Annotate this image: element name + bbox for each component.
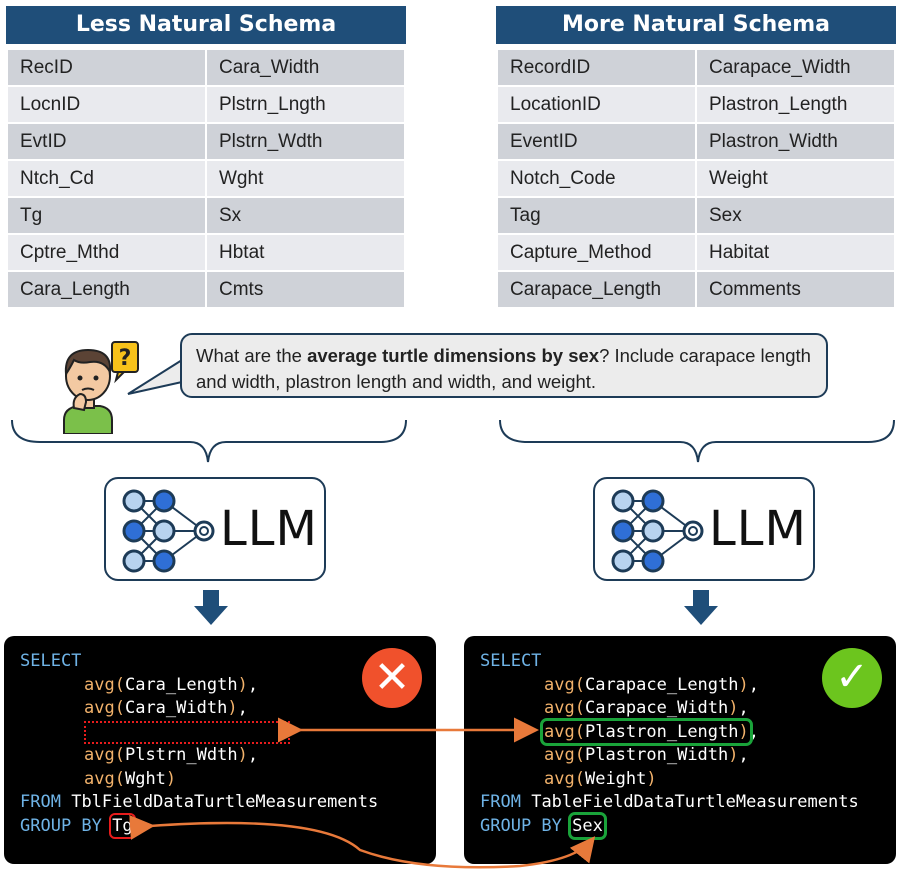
sql-function: avg [84, 745, 115, 765]
schema-title: More Natural Schema [496, 6, 896, 44]
question-emphasis: average turtle dimensions by sex [307, 345, 600, 366]
table-cell: Sx [205, 196, 406, 235]
table-cell: Habitat [695, 233, 896, 272]
sql-column: Cara_Length [124, 674, 238, 695]
table-cell: EventID [496, 122, 697, 161]
llm-box-left: LLM [104, 477, 326, 581]
sql-table: TblFieldDataTurtleMeasurements [71, 792, 379, 812]
table-cell: Tg [6, 196, 207, 235]
sql-function: avg [544, 698, 575, 718]
table-cell: Plstrn_Wdth [205, 122, 406, 161]
table-cell: Notch_Code [496, 159, 697, 198]
down-arrow-icon [194, 590, 228, 625]
sql-function: avg [84, 698, 115, 718]
question-text: What are the [196, 345, 308, 366]
sql-keyword: FROM [20, 792, 61, 812]
table-cell: Carapace_Length [496, 270, 697, 309]
table-cell: Carapace_Width [695, 48, 896, 87]
correct-check-icon: ✓ [822, 648, 882, 708]
llm-label: LLM [220, 501, 318, 557]
sql-keyword: GROUP BY [480, 815, 562, 836]
table-cell: LocationID [496, 85, 697, 124]
schema-title: Less Natural Schema [6, 6, 406, 44]
question-bubble: What are the average turtle dimensions b… [180, 333, 828, 398]
highlighted-column-correct: avg(Plastron_Length) [540, 717, 753, 746]
table-cell: RecID [6, 48, 207, 87]
table-cell: Cmts [205, 270, 406, 309]
neural-network-icon [611, 489, 704, 573]
sql-column: Cara_Width [124, 698, 228, 718]
table-cell: Ntch_Cd [6, 159, 207, 198]
confused-person-icon: ? [63, 341, 139, 434]
sql-function: avg [544, 721, 575, 742]
table-cell: Comments [695, 270, 896, 309]
question-text: ? Include carapace length and width, pla… [196, 345, 811, 392]
table-cell: Cara_Length [6, 270, 207, 309]
sql-keyword: FROM [480, 792, 521, 812]
sql-function: avg [544, 768, 575, 789]
llm-label: LLM [709, 501, 807, 557]
sql-column: Carapace_Width [584, 698, 729, 718]
table-cell: Wght [205, 159, 406, 198]
table-cell: Plastron_Length [695, 85, 896, 124]
wrong-x-icon: ✕ [362, 648, 422, 708]
sql-keyword: SELECT [20, 651, 82, 671]
sql-column: Plastron_Length [584, 721, 739, 742]
sql-function: avg [84, 674, 115, 695]
bubble-tail [127, 359, 183, 395]
sql-column: Plastron_Width [584, 745, 729, 765]
table-cell: RecordID [496, 48, 697, 87]
sql-column: Wght [124, 768, 166, 789]
group-by-column-wrong: Tg [109, 812, 136, 839]
sql-table: TableFieldDataTurtleMeasurements [531, 792, 859, 812]
svg-text:?: ? [119, 346, 132, 371]
table-cell: Capture_Method [496, 233, 697, 272]
sql-column: Carapace_Length [584, 674, 739, 695]
table-cell: Plastron_Width [695, 122, 896, 161]
table-cell: LocnID [6, 85, 207, 124]
table-cell: Plstrn_Lngth [205, 85, 406, 124]
table-cell: Tag [496, 196, 697, 235]
table-cell: Hbtat [205, 233, 406, 272]
llm-box-right: LLM [593, 477, 815, 581]
sql-column: Weight [584, 768, 647, 789]
neural-network-icon [122, 489, 215, 573]
table-cell: Sex [695, 196, 896, 235]
table-cell: Cptre_Mthd [6, 233, 207, 272]
group-by-column-correct: Sex [568, 811, 607, 840]
down-arrow-icon [684, 590, 718, 625]
sql-function: avg [84, 768, 115, 789]
table-cell: Cara_Width [205, 48, 406, 87]
sql-keyword: GROUP BY [20, 815, 102, 836]
missing-column-placeholder [84, 720, 290, 744]
sql-keyword: SELECT [480, 651, 542, 671]
table-cell: EvtID [6, 122, 207, 161]
sql-function: avg [544, 674, 575, 695]
table-cell: Weight [695, 159, 896, 198]
sql-function: avg [544, 745, 575, 765]
sql-column: Plstrn_Wdth [124, 745, 238, 765]
